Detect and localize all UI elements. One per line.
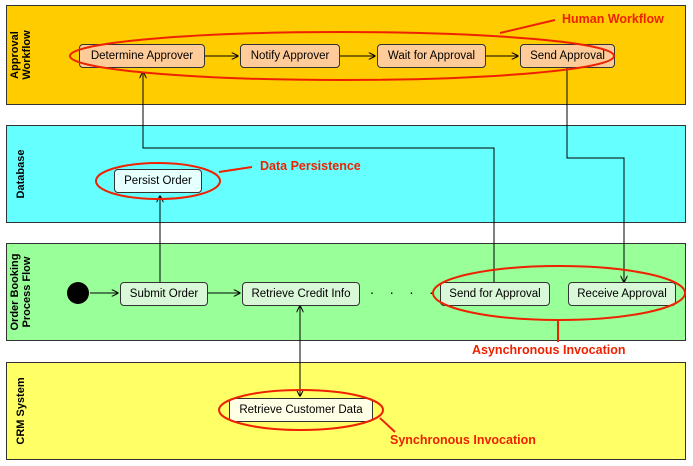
ellipsis: . . . . bbox=[370, 281, 440, 297]
async-invocation-ellipse bbox=[432, 265, 686, 321]
node-determine-approver[interactable]: Determine Approver bbox=[79, 44, 205, 68]
node-label: Send Approval bbox=[530, 50, 605, 62]
node-send-for-approval[interactable]: Send for Approval bbox=[440, 282, 550, 306]
node-label: Notify Approver bbox=[250, 50, 330, 62]
node-notify-approver[interactable]: Notify Approver bbox=[240, 44, 340, 68]
node-retrieve-customer-data[interactable]: Retrieve Customer Data bbox=[229, 398, 373, 422]
node-wait-for-approval[interactable]: Wait for Approval bbox=[377, 44, 486, 68]
node-label: Wait for Approval bbox=[387, 50, 476, 62]
callout-asynchronous-invocation: Asynchronous Invocation bbox=[472, 343, 626, 357]
data-persistence-ellipse bbox=[95, 162, 221, 200]
arrow-send-approval-to-receive bbox=[566, 68, 624, 282]
callout-data-persistence: Data Persistence bbox=[260, 159, 361, 173]
callout-synchronous-invocation: Synchronous Invocation bbox=[390, 433, 536, 447]
node-submit-order[interactable]: Submit Order bbox=[120, 282, 208, 306]
node-label: Retrieve Customer Data bbox=[239, 404, 363, 416]
node-persist-order[interactable]: Persist Order bbox=[114, 169, 202, 193]
human-workflow-leader bbox=[499, 19, 556, 34]
node-label: Persist Order bbox=[124, 175, 192, 187]
node-label: Submit Order bbox=[129, 288, 199, 300]
sync-invocation-ellipse bbox=[218, 389, 384, 431]
node-label: Retrieve Credit Info bbox=[251, 288, 351, 300]
node-receive-approval[interactable]: Receive Approval bbox=[568, 282, 676, 306]
node-label: Determine Approver bbox=[90, 50, 194, 62]
callout-human-workflow: Human Workflow bbox=[562, 12, 664, 26]
start-node bbox=[67, 282, 89, 304]
node-label: Receive Approval bbox=[577, 288, 667, 300]
node-retrieve-credit-info[interactable]: Retrieve Credit Info bbox=[242, 282, 360, 306]
human-workflow-ellipse bbox=[69, 31, 615, 81]
arrow-send-for-approval-to-determine bbox=[143, 72, 495, 282]
data-persistence-leader bbox=[218, 166, 253, 173]
node-label: Send for Approval bbox=[449, 288, 541, 300]
sync-invocation-leader bbox=[379, 417, 396, 433]
